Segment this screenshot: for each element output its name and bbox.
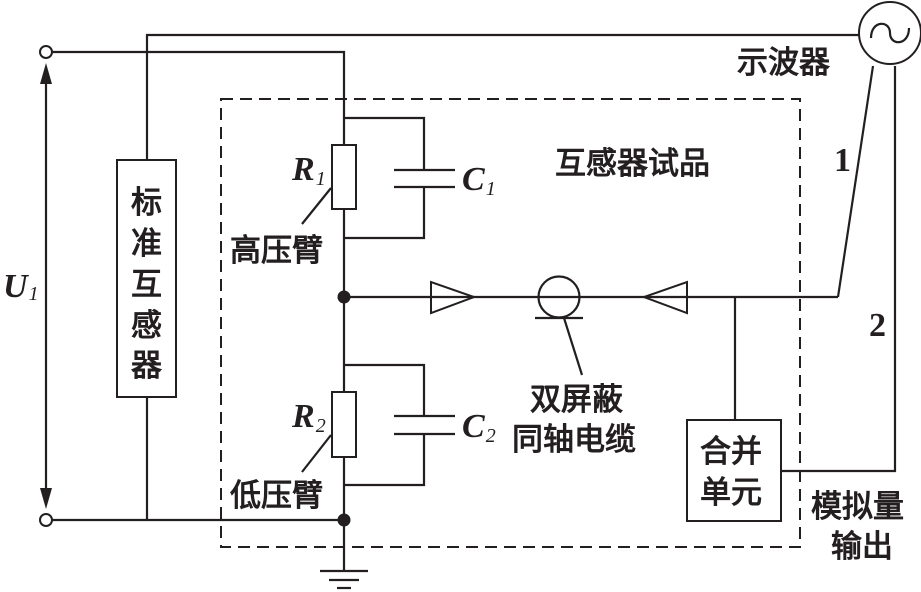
resistor-r2 xyxy=(331,391,357,458)
c2-top-wire xyxy=(344,363,426,416)
top-terminal-icon xyxy=(39,45,53,59)
coax-leader-line xyxy=(562,317,584,376)
coax-label-line2: 同轴电缆 xyxy=(512,422,636,458)
low-voltage-arm-label: 低压臂 xyxy=(229,478,323,514)
r1-label: R1 xyxy=(291,151,326,190)
merging-unit-box xyxy=(686,419,782,522)
bottom-terminal-icon xyxy=(39,513,53,527)
standard-transformer-char3: 互 xyxy=(131,267,162,303)
test-transformer-boundary xyxy=(220,98,801,548)
c1-label: C1 xyxy=(462,161,496,200)
c1-bottom-wire xyxy=(344,187,426,240)
r1-leader-line xyxy=(301,187,332,225)
channel-2-wire xyxy=(781,66,897,473)
r2-label: R2 xyxy=(291,398,326,437)
sine-wave-icon xyxy=(869,22,911,44)
coax-label-line1: 双屏蔽 xyxy=(530,382,624,418)
c1-top-wire xyxy=(344,116,426,170)
scope-reference-wire xyxy=(145,33,859,160)
top-supply-wire xyxy=(46,50,346,145)
u1-label: U1 xyxy=(3,268,39,305)
analog-output-label-line1: 模拟量 xyxy=(811,489,904,525)
standard-transformer-char2: 准 xyxy=(131,226,162,262)
c2-bottom-wire xyxy=(344,434,426,487)
standard-transformer-char1: 标 xyxy=(131,185,162,221)
channel-1-label: 1 xyxy=(834,142,851,179)
u1-arrow-head-up xyxy=(40,63,52,84)
standard-transformer-box xyxy=(116,159,177,398)
junction-dot-icon xyxy=(337,513,351,527)
standard-transformer-char4: 感 xyxy=(131,308,162,344)
channel-2-label: 2 xyxy=(869,307,886,344)
resistor-r1 xyxy=(331,144,357,210)
channel-1-wire xyxy=(836,65,875,298)
high-voltage-arm-label: 高压臂 xyxy=(230,233,323,269)
r2-leader-line xyxy=(301,434,332,473)
oscilloscope-label: 示波器 xyxy=(737,45,831,81)
u1-arrow-head-down xyxy=(40,488,52,509)
standard-transformer-char5: 器 xyxy=(130,348,163,384)
test-transformer-label: 互感器试品 xyxy=(555,146,710,182)
merging-unit-label-line2: 单元 xyxy=(700,475,762,511)
analog-output-label-line2: 输出 xyxy=(831,529,893,565)
merging-unit-label-line1: 合并 xyxy=(700,434,762,470)
c2-label: C2 xyxy=(462,408,496,447)
